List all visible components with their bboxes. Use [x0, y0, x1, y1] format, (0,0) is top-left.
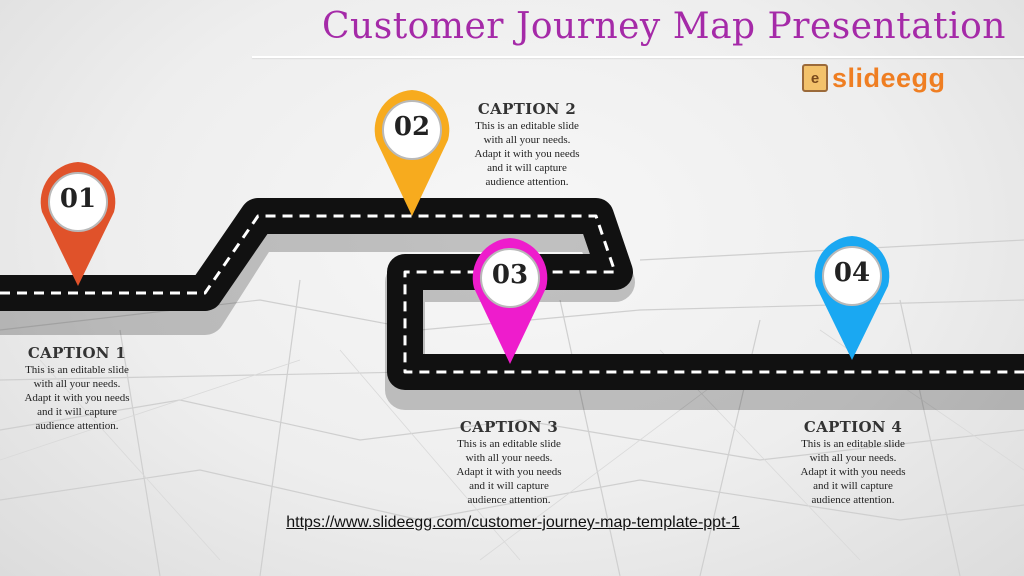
- brand-logo: e slideegg: [802, 62, 946, 94]
- title-divider: [252, 56, 1024, 58]
- pin-04: 04: [808, 232, 896, 364]
- pin-02: 02: [368, 86, 456, 220]
- caption-title: CAPTION 2: [477, 100, 577, 118]
- caption-title: CAPTION 4: [803, 418, 903, 436]
- caption-title: CAPTION 3: [459, 418, 559, 436]
- caption-1: CAPTION 1 This is an editable slide with…: [2, 344, 152, 433]
- map-pin-icon: [814, 236, 890, 360]
- map-pin-icon: [374, 90, 450, 216]
- pin-number: 02: [393, 112, 431, 142]
- brand-name: slideegg: [832, 62, 946, 93]
- source-link[interactable]: https://www.slideegg.com/customer-journe…: [286, 514, 740, 531]
- pin-number: 01: [59, 184, 97, 214]
- slide-title: Customer Journey Map Presentation: [322, 6, 1006, 47]
- pin-03: 03: [466, 234, 554, 368]
- pin-number: 03: [491, 260, 529, 290]
- caption-text: This is an editable slide with all your …: [474, 120, 580, 188]
- caption-4: CAPTION 4 This is an editable slide with…: [778, 418, 928, 507]
- caption-text: This is an editable slide with all your …: [800, 438, 906, 506]
- caption-2: CAPTION 2 This is an editable slide with…: [452, 100, 602, 189]
- caption-text: This is an editable slide with all your …: [456, 438, 562, 506]
- caption-text: This is an editable slide with all your …: [24, 364, 130, 432]
- road-center-dashes: [0, 214, 1024, 374]
- pin-number: 04: [833, 258, 871, 288]
- map-pin-icon: [472, 238, 548, 364]
- egg-logo-icon: e: [802, 64, 828, 92]
- map-pin-icon: [40, 162, 116, 286]
- caption-3: CAPTION 3 This is an editable slide with…: [434, 418, 584, 507]
- caption-title: CAPTION 1: [27, 344, 127, 362]
- pin-01: 01: [34, 158, 122, 290]
